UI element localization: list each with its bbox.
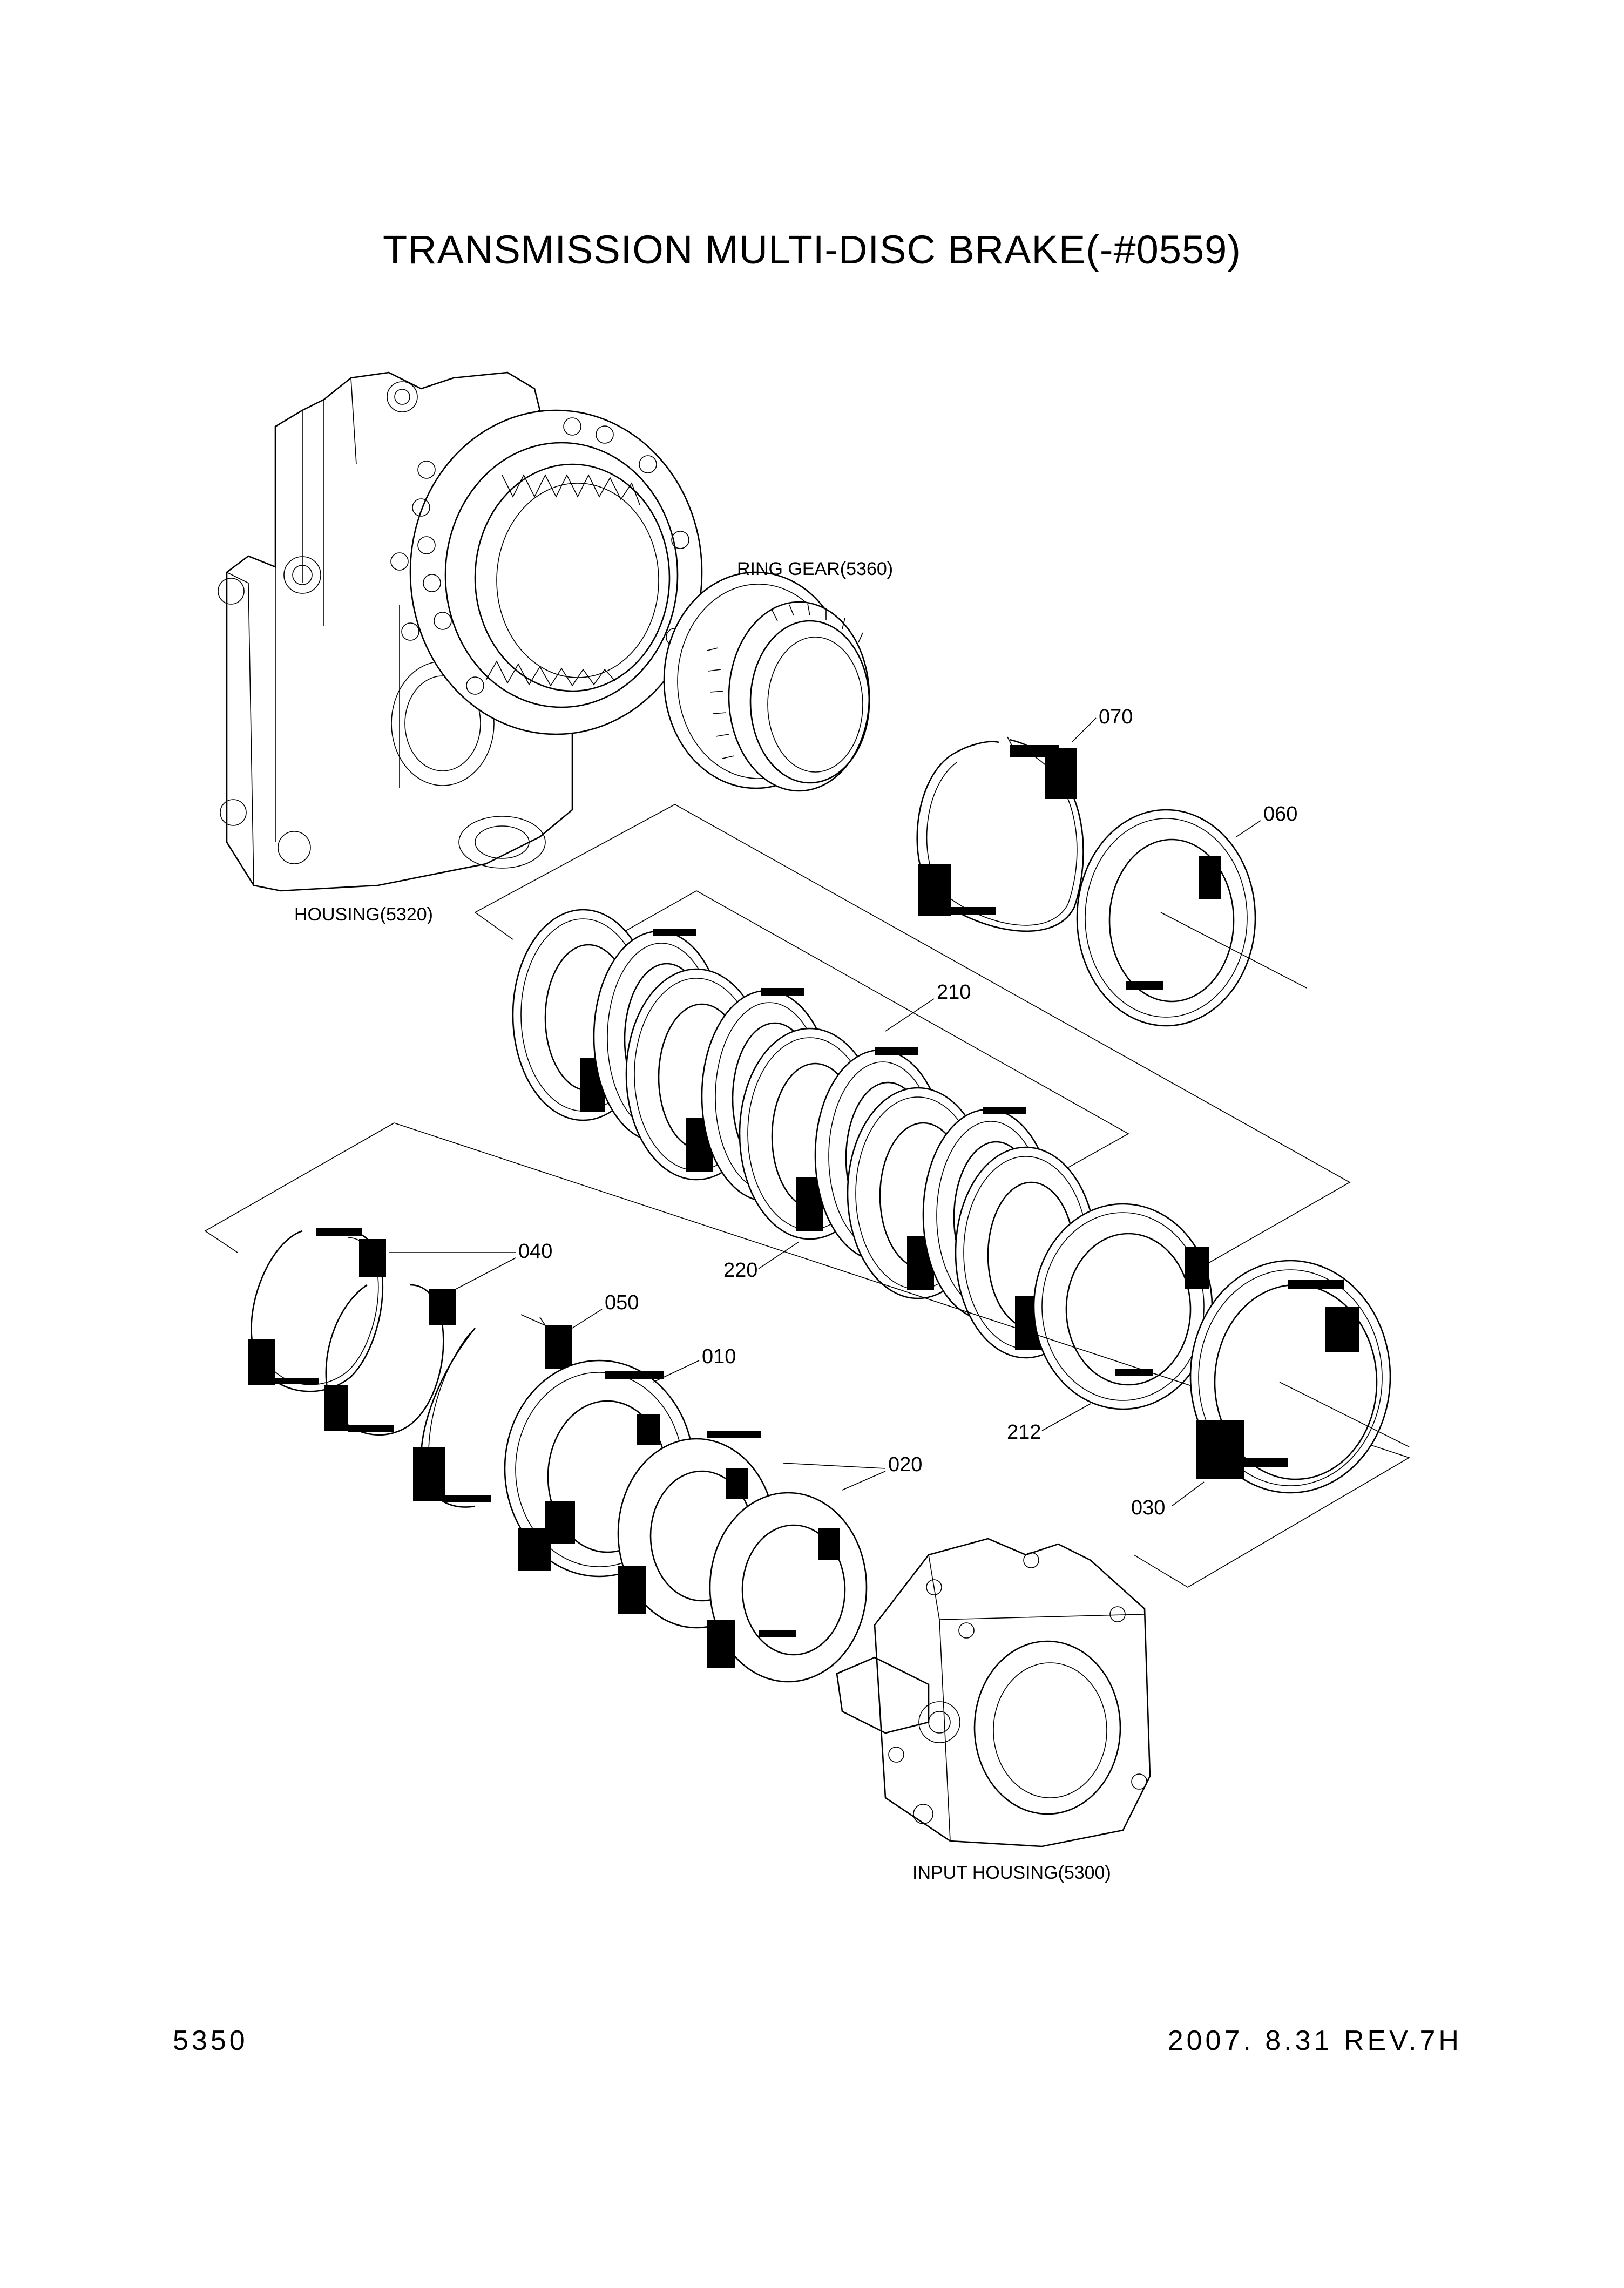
leader-070 <box>1071 717 1097 743</box>
piston-030 <box>1189 1260 1410 1494</box>
leader-020 <box>782 1463 886 1491</box>
disc-stack <box>512 890 1213 1410</box>
housing-part <box>218 371 703 892</box>
disc-060 <box>1076 809 1307 1027</box>
revision-info: 2007. 8.31 REV.7H <box>1168 2025 1462 2057</box>
leader-050 <box>572 1309 603 1329</box>
input-housing-part <box>836 1538 1151 1847</box>
housing-label: HOUSING(5320) <box>294 904 433 925</box>
ring-gear-part <box>663 571 870 792</box>
callout-060: 060 <box>1263 803 1297 825</box>
leader-210 <box>885 998 935 1032</box>
leader-040 <box>389 1252 516 1291</box>
page-number: 5350 <box>173 2025 248 2056</box>
diagram-title: TRANSMISSION MULTI-DISC BRAKE(-#0559) <box>383 227 1241 272</box>
lower-bracket-right <box>394 1122 1410 1588</box>
callout-050: 050 <box>605 1291 639 1314</box>
revision-date: 2007. 8.31 <box>1167 2025 1333 2056</box>
leader-030 <box>1171 1481 1205 1507</box>
callout-220: 220 <box>723 1259 757 1282</box>
lower-bracket-left <box>204 1122 395 1253</box>
leader-060 <box>1236 820 1261 837</box>
snap-ring-070 <box>916 736 1084 932</box>
callout-030: 030 <box>1131 1497 1165 1519</box>
callout-040: 040 <box>518 1240 552 1263</box>
leader-220 <box>758 1241 800 1269</box>
input-housing-label: INPUT HOUSING(5300) <box>912 1863 1111 1883</box>
callout-010: 010 <box>702 1345 736 1368</box>
revision-code: REV.7H <box>1343 2025 1462 2056</box>
snap-rings-040 <box>248 1228 456 1436</box>
callout-070: 070 <box>1099 706 1133 728</box>
upper-bracket-left <box>474 804 675 940</box>
leader-010 <box>653 1360 700 1383</box>
leader-212 <box>1041 1403 1091 1431</box>
ring-gear-label: RING GEAR(5360) <box>737 559 893 579</box>
callout-210: 210 <box>937 981 971 1004</box>
callout-212: 212 <box>1007 1421 1041 1444</box>
seal-050 <box>413 1314 572 1508</box>
disc-springs-020 <box>617 1431 868 1683</box>
callout-020: 020 <box>888 1453 922 1476</box>
